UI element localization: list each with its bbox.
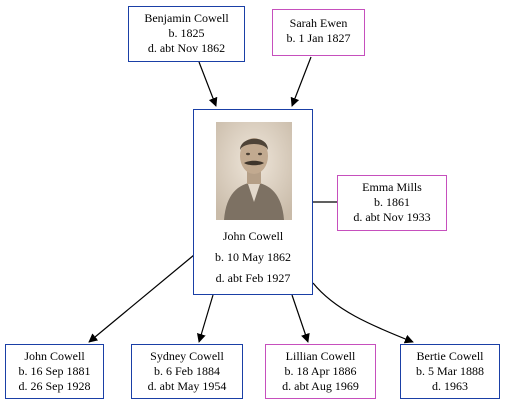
child-death: d. abt Aug 1969 <box>282 379 359 393</box>
father-name: Benjamin Cowell <box>144 11 229 25</box>
person-name: John Cowell <box>222 229 284 243</box>
person-death: d. abt Feb 1927 <box>215 271 291 285</box>
mother-birth: b. 1 Jan 1827 <box>286 31 351 45</box>
child-death: d. abt May 1954 <box>147 379 227 393</box>
child-name: Lillian Cowell <box>285 349 356 363</box>
child-birth: b. 6 Feb 1884 <box>154 364 220 378</box>
child-node-2[interactable]: Sydney Cowell b. 6 Feb 1884 d. abt May 1… <box>131 344 243 399</box>
edge-father-to-person <box>198 61 218 107</box>
mother-name: Sarah Ewen <box>289 16 348 30</box>
edge-person-to-child-3 <box>291 294 310 343</box>
spouse-name: Emma Mills <box>362 180 422 194</box>
spouse-node[interactable]: Emma Mills b. 1861 d. abt Nov 1933 <box>337 175 447 231</box>
child-birth: b. 5 Mar 1888 <box>416 364 484 378</box>
child-name: John Cowell <box>24 349 85 363</box>
mother-node[interactable]: Sarah Ewen b. 1 Jan 1827 <box>272 9 365 56</box>
person-birth: b. 10 May 1862 <box>215 250 291 264</box>
person-node[interactable]: John Cowell b. 10 May 1862 d. abt Feb 19… <box>193 109 313 295</box>
child-death: d. 1963 <box>432 379 468 393</box>
father-death: d. abt Nov 1862 <box>147 41 226 55</box>
edge-person-to-child-1 <box>88 254 195 343</box>
child-name: Sydney Cowell <box>150 349 224 363</box>
spouse-birth: b. 1861 <box>374 195 410 209</box>
father-birth: b. 1825 <box>168 26 205 40</box>
child-birth: b. 16 Sep 1881 <box>18 364 91 378</box>
child-node-4[interactable]: Bertie Cowell b. 5 Mar 1888 d. 1963 <box>400 344 500 399</box>
child-name: Bertie Cowell <box>416 349 484 363</box>
edge-mother-to-person <box>290 56 312 107</box>
spouse-death: d. abt Nov 1933 <box>353 210 431 224</box>
portrait-photo <box>216 122 292 220</box>
father-node[interactable]: Benjamin Cowell b. 1825 d. abt Nov 1862 <box>128 6 245 62</box>
child-birth: b. 18 Apr 1886 <box>284 364 357 378</box>
edge-person-to-child-2 <box>196 294 214 343</box>
child-node-3[interactable]: Lillian Cowell b. 18 Apr 1886 d. abt Aug… <box>265 344 376 399</box>
child-node-1[interactable]: John Cowell b. 16 Sep 1881 d. 26 Sep 192… <box>5 344 104 399</box>
child-death: d. 26 Sep 1928 <box>18 379 91 393</box>
edge-person-to-child-4 <box>312 282 414 344</box>
